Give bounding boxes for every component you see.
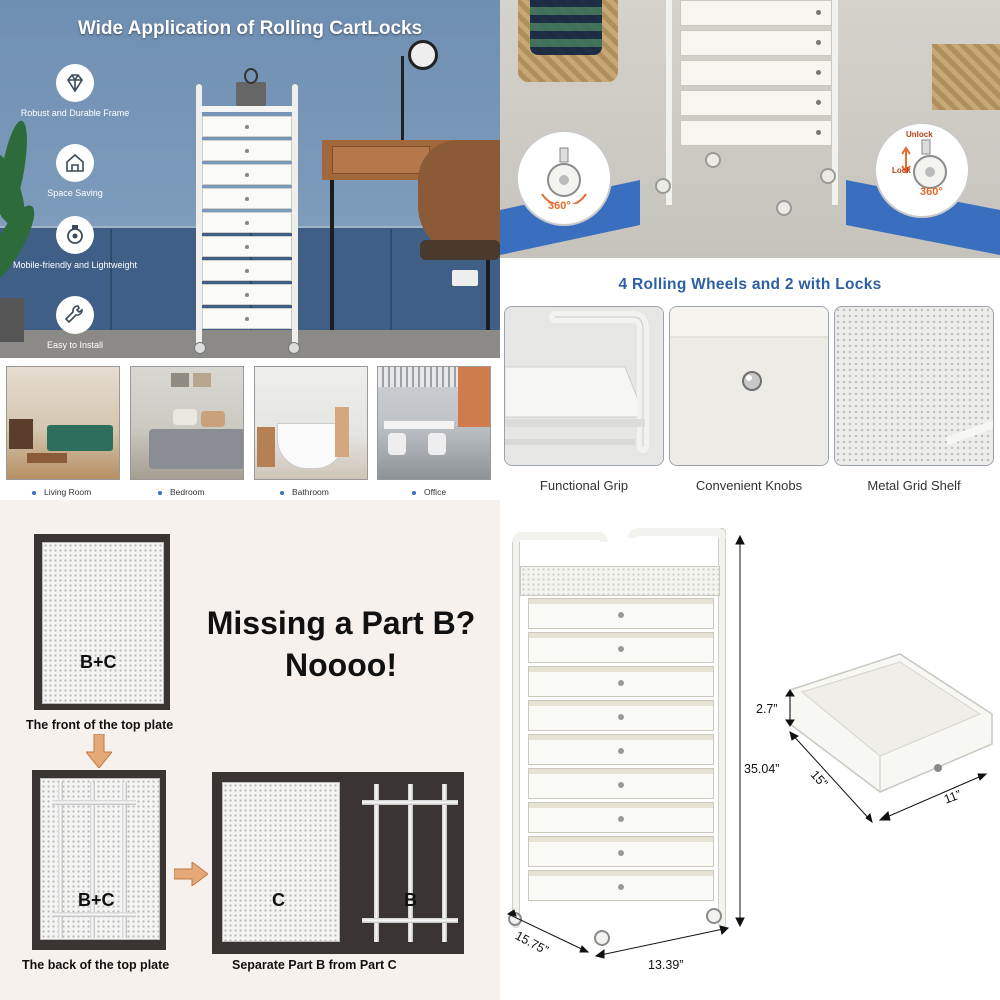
headline-exclaim: Noooo! [285,647,397,683]
feature-label: Mobile-friendly and Lightweight [12,260,138,270]
drawer [528,700,714,731]
feature-robust: Robust and Durable Frame [0,64,150,118]
drawer [528,734,714,765]
headline-question: Missing a Part B? [206,605,476,641]
caster-wheel [655,178,671,194]
dimension-height: 35.04” [744,762,780,776]
drawer [680,60,832,86]
unlock-label: Unlock [906,130,933,139]
feature-mobile: Mobile-friendly and Lightweight [0,216,150,270]
room-photo-bathroom [254,366,368,480]
feature-label: Robust and Durable Frame [20,108,130,118]
caster-wheel [594,930,610,946]
dimension-width: 13.39” [648,958,684,972]
feature-label-knobs: Convenient Knobs [695,478,803,493]
drawer [680,120,832,146]
drawer [528,768,714,799]
part-b-label: B [404,890,417,910]
cart-handle [628,528,726,538]
wheel-icon [56,216,94,254]
front-plate-caption: The front of the top plate [26,718,174,732]
wainscot-line [390,229,392,358]
wall-outlet [452,270,478,286]
separate-caption: Separate Part B from Part C [232,958,397,972]
caster-wheel [705,152,721,168]
top-shelf [520,566,720,596]
rolling-cart [194,68,300,354]
house-icon [56,144,94,182]
feature-label-grip: Functional Grip [539,478,629,493]
wheel-zoom-left: 360° [518,132,610,224]
desk-organizer [236,68,266,106]
caster-icon [541,147,587,204]
wheel-zoom-right: Unlock Lock 360° [876,124,968,216]
parts-panel: B+C The front of the top plate B+C The b… [0,500,500,1000]
caster-wheel [820,168,836,184]
plaid-blanket [530,0,602,55]
drawer [528,836,714,867]
bullet-icon [32,490,36,495]
part-c-label: C [272,890,285,910]
floor [0,330,500,358]
room-label-bedroom: Bedroom [158,487,205,497]
room-photo-living [6,366,120,480]
diamond-icon [56,64,94,102]
bullet-icon [280,490,284,495]
feature-space: Space Saving [0,144,150,198]
bullet-icon [158,490,162,495]
cart-handle [512,532,608,542]
feature-photo-grip [504,306,664,466]
bullet-icon [412,490,416,495]
drawer [680,90,832,116]
back-plate-label: B+C [78,890,115,910]
wrench-icon [56,296,94,334]
drawer [528,666,714,697]
degree-label-right: 360° [920,186,943,198]
basket-right [932,44,1000,110]
feature-label-grid-shelf: Metal Grid Shelf [867,478,961,493]
degree-label-left: 360° [548,200,571,212]
grip-illustration [505,307,663,465]
room-photo-bedroom [130,366,244,480]
wheels-panel: 360° Unlock Lock 360° [500,0,1000,258]
drawer [680,0,832,26]
wheels-title: 4 Rolling Wheels and 2 with Locks [618,276,882,293]
caster-wheel [776,200,792,216]
cart-post [666,0,672,205]
dimension-drawer-height: 2.7” [756,702,778,716]
feature-label: Space Saving [47,188,103,198]
wainscot-line [110,229,112,358]
locking-caster-icon [901,139,947,189]
feature-label: Easy to Install [46,340,104,350]
single-drawer-illustration [789,653,993,793]
arrow-down-icon [86,734,112,768]
dimension-lines [506,534,988,959]
application-title: Wide Application of Rolling CartLocks [77,18,423,39]
cart-post [832,0,838,205]
drawer [680,30,832,56]
front-plate-label: B+C [80,652,117,672]
feature-photo-grid-shelf [834,306,994,466]
caster-wheel [706,908,722,924]
drawer [528,632,714,663]
room-label-living: Living Room [32,487,91,497]
room-label-office: Office [412,487,446,497]
room-label-bathroom: Bathroom [280,487,329,497]
room-photo-office [377,366,491,480]
drawer [528,802,714,833]
separated-parts-photo [212,772,464,954]
back-plate-caption: The back of the top plate [22,958,170,972]
knob-illustration [670,307,828,465]
feature-install: Easy to Install [0,296,150,350]
drawer [528,870,714,901]
application-panel: Wide Application of Rolling CartLocks Ro… [0,0,500,358]
drawer [528,598,714,629]
arrow-right-icon [174,862,208,886]
lock-label: Lock [892,166,911,175]
feature-photo-knobs [669,306,829,466]
front-plate-photo [34,534,170,710]
back-plate-photo [32,770,166,950]
